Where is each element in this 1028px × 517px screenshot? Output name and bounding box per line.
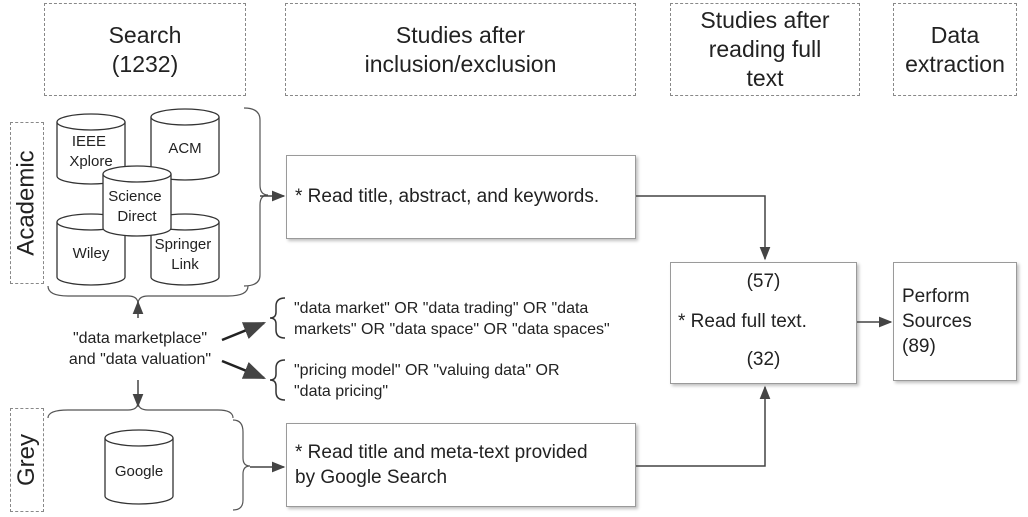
arrow-to-query-marketplace — [221, 321, 267, 342]
grey-screen-text: * Read title and meta-text provided by G… — [295, 442, 588, 488]
db-science-line1: Science — [108, 188, 161, 205]
header-fulltext: Studies after reading full text — [670, 3, 860, 96]
arrow-to-query-valuation — [221, 359, 267, 380]
db-science-direct-label: Science Direct — [108, 188, 166, 225]
academic-screen-text: * Read title, abstract, and keywords. — [295, 186, 600, 207]
connector-grey-fulltext — [636, 385, 771, 467]
count-after-screen: (57) — [746, 271, 781, 292]
header-extraction-label: Data extraction — [905, 21, 1005, 77]
header-search-label: Search (1232) — [108, 21, 182, 77]
read-full-text: * Read full text. — [678, 311, 807, 332]
count-after-full: (32) — [746, 349, 781, 370]
academic-screen-box: * Read title, abstract, and keywords. — [286, 155, 636, 239]
header-inclusion-label: Studies after inclusion/exclusion — [364, 21, 557, 77]
db-springer-line2: Link — [171, 256, 199, 273]
db-science-line2: Direct — [117, 208, 157, 225]
connector-academic-fulltext — [636, 195, 771, 261]
query-valuation: "pricing model" OR "valuing data" OR "da… — [294, 362, 560, 400]
header-fulltext-label: Studies after reading full text — [700, 7, 830, 91]
category-academic: Academic — [10, 122, 44, 284]
header-inclusion: Studies after inclusion/exclusion — [285, 3, 636, 96]
cylinder-wiley: Wiley — [56, 213, 126, 286]
db-wiley-label: Wiley — [73, 245, 110, 262]
cylinder-google: Google — [104, 429, 174, 505]
fulltext-box: (57) * Read full text. (32) — [670, 262, 857, 384]
cylinder-ieee: IEEE Xplore — [56, 113, 126, 185]
db-springer-label: Springer Link — [155, 236, 216, 273]
db-google-label: Google — [115, 463, 163, 480]
result-text: Perform Sources (89) — [902, 286, 972, 357]
db-ieee-label: IEEE Xplore — [69, 133, 112, 170]
query-marketplace: "data market" OR "data trading" OR "data… — [294, 300, 610, 338]
db-ieee-line2: Xplore — [69, 153, 112, 170]
db-acm-label: ACM — [168, 140, 201, 157]
cylinder-science-direct: Science Direct — [102, 165, 172, 237]
query-valuation-brace — [269, 359, 286, 401]
result-box: Perform Sources (89) — [893, 262, 1017, 381]
category-grey: Grey — [10, 408, 44, 512]
header-search: Search (1232) — [44, 3, 246, 96]
search-terms: "data marketplace" and "data valuation" — [68, 330, 212, 368]
grey-screen-box: * Read title and meta-text provided by G… — [286, 423, 636, 507]
cylinder-acm: ACM — [150, 108, 220, 181]
db-springer-line1: Springer — [155, 236, 212, 253]
header-extraction: Data extraction — [893, 3, 1017, 96]
query-marketplace-brace — [269, 297, 286, 339]
db-ieee-line1: IEEE — [72, 133, 106, 150]
